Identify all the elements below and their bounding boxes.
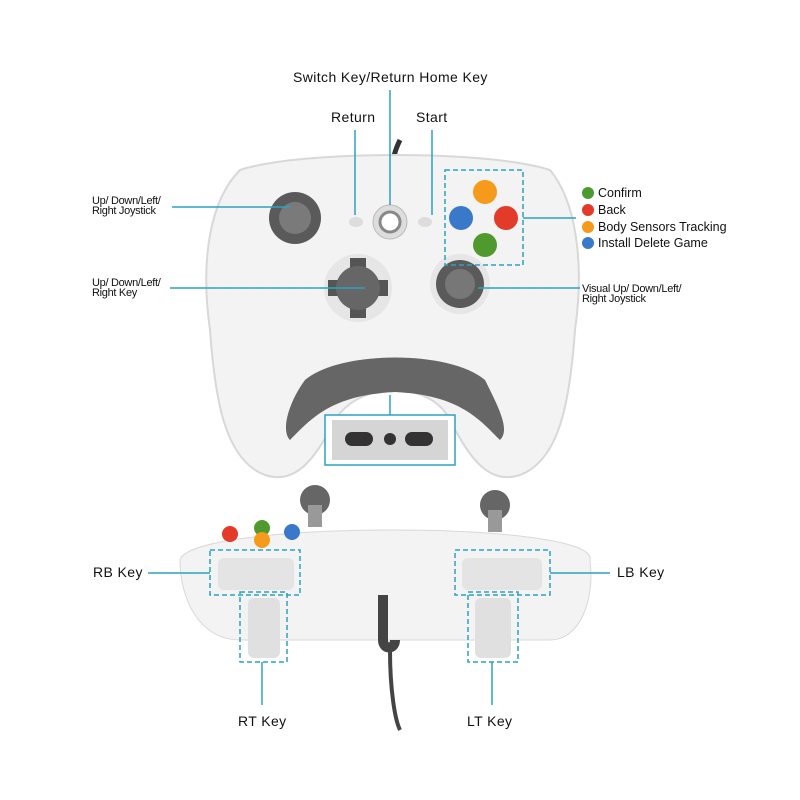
a-button: [473, 233, 497, 257]
legend-label: Confirm: [598, 186, 642, 200]
lb-button: [462, 558, 542, 590]
lt-key-label: LT Key: [467, 713, 513, 729]
start-label: Start: [416, 109, 448, 125]
b-button: [494, 206, 518, 230]
x-button: [449, 206, 473, 230]
legend-item-back: Back: [582, 203, 626, 217]
x-button-icon: [582, 237, 594, 249]
home-key-label: Switch Key/Return Home Key: [293, 69, 488, 85]
legend-label: Body Sensors Tracking: [598, 220, 727, 234]
legend-item-confirm: Confirm: [582, 186, 642, 200]
rb-key-label: RB Key: [93, 564, 143, 580]
b-button-icon: [582, 204, 594, 216]
label-line: Up/ Down/Left/: [92, 277, 161, 289]
rb-button: [218, 558, 294, 590]
legend-item-body-sensors: Body Sensors Tracking: [582, 220, 727, 234]
legend-item-install-delete: Install Delete Game: [582, 236, 708, 250]
return-label: Return: [331, 109, 376, 125]
home-button: [378, 210, 402, 234]
controller-front-view: [179, 485, 592, 731]
label-line: Up/ Down/Left/: [92, 195, 161, 207]
legend-label: Back: [598, 203, 626, 217]
left-joystick-label: Up/ Down/Left/ Right Joystick: [92, 195, 161, 217]
return-button: [349, 217, 363, 227]
label-line: Right Joystick: [582, 293, 646, 305]
rt-trigger: [248, 598, 280, 658]
y-button: [473, 180, 497, 204]
rt-key-label: RT Key: [238, 713, 287, 729]
dpad-label: Up/ Down/Left/ Right Key: [92, 277, 161, 299]
a-button-icon: [582, 187, 594, 199]
leader-lines: [148, 90, 610, 705]
face-buttons-highlight: [444, 169, 524, 266]
label-line: Right Joystick: [92, 205, 156, 217]
label-line: Visual Up/ Down/Left/: [582, 283, 682, 295]
lt-trigger: [475, 598, 511, 658]
right-joystick-label: Visual Up/ Down/Left/ Right Joystick: [582, 283, 682, 305]
controller-top-view: [205, 138, 580, 479]
legend-label: Install Delete Game: [598, 236, 708, 250]
label-line: Right Key: [92, 287, 137, 299]
y-button-icon: [582, 221, 594, 233]
lb-key-label: LB Key: [617, 564, 665, 580]
start-button: [418, 217, 432, 227]
